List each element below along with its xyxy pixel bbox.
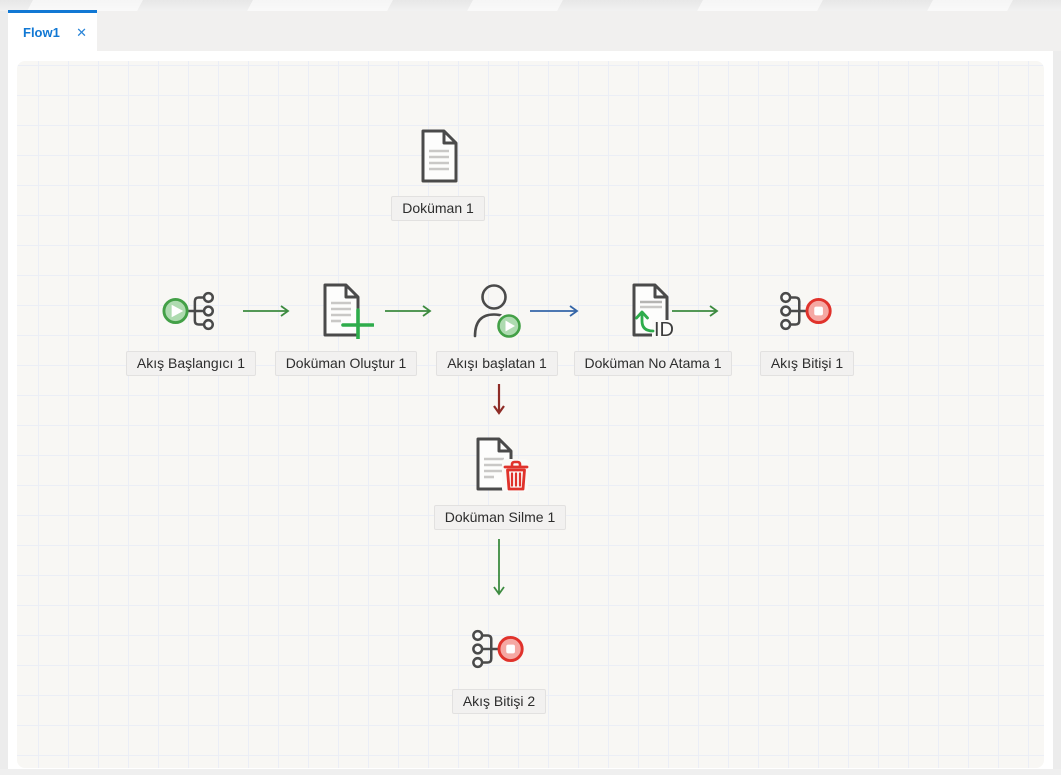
document-delete-icon [471,437,529,493]
close-icon[interactable]: ✕ [76,24,87,40]
tab-flow1[interactable]: Flow1 ✕ [8,10,97,51]
flow-end-icon [470,621,528,677]
chrome-highlight [927,0,1013,11]
node-label: Doküman 1 [391,196,485,221]
flow-node-dokuman-olustur-1[interactable]: Doküman Oluştur 1 [266,283,426,376]
window-frame-right [1053,11,1061,775]
edge-start-to-olustur[interactable] [242,304,290,323]
flow-end-icon [778,283,836,339]
flow-node-akis-baslangici-1[interactable]: Akış Başlangıcı 1 [111,283,271,376]
edge-atama-to-bitisi-1[interactable] [671,304,719,323]
edge-baslatan-to-atama[interactable] [529,304,579,323]
document-icon [416,128,460,184]
flow-node-dokuman-1[interactable]: Doküman 1 [358,128,518,221]
node-label: Doküman No Atama 1 [573,351,733,376]
flow-start-icon [162,283,220,339]
chrome-highlight [467,0,563,11]
edge-baslatan-to-silme[interactable] [492,383,506,420]
node-label: Akış Bitişi 1 [759,351,855,376]
user-play-icon [469,283,525,339]
flow-node-akis-bitisi-2[interactable]: Akış Bitişi 2 [419,621,579,714]
flow-node-dokuman-silme-1[interactable]: Doküman Silme 1 [420,437,580,530]
flow-node-akisi-baslatan-1[interactable]: Akışı başlatan 1 [417,283,577,376]
tab-label: Flow1 [23,24,60,40]
node-label: Akış Başlangıcı 1 [125,351,257,376]
flow-canvas[interactable]: Doküman 1 Akış Başlangıcı 1 [17,61,1044,768]
window-frame-bottom [0,769,1061,775]
chrome-highlight [247,0,393,11]
window-frame-left [0,11,8,775]
edge-olustur-to-baslatan[interactable] [384,304,432,323]
svg-text:ID: ID [654,319,674,339]
document-create-icon [318,283,374,339]
edge-silme-to-bitisi-2[interactable] [492,538,506,601]
tab-bar [95,11,1061,51]
chrome-highlight [697,0,823,11]
node-label: Akış Bitişi 2 [451,689,547,714]
window-chrome [0,0,1061,11]
node-label: Doküman Silme 1 [433,505,567,530]
document-id-icon: ID [625,283,681,339]
flow-node-dokuman-no-atama-1[interactable]: ID Doküman No Atama 1 [573,283,733,376]
node-label: Doküman Oluştur 1 [274,351,418,376]
flow-node-akis-bitisi-1[interactable]: Akış Bitişi 1 [727,283,887,376]
node-label: Akışı başlatan 1 [436,351,558,376]
